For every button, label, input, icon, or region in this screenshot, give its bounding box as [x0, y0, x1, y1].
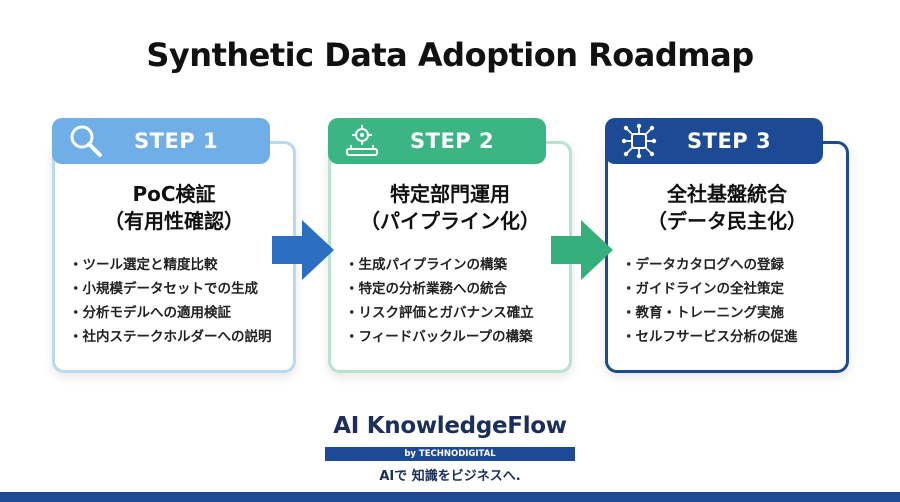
- step-2-card: 特定部門運用 （パイプライン化） 生成パイプラインの構築 特定の分析業務への統合…: [328, 141, 572, 373]
- bullet-item: 社内ステークホルダーへの説明: [69, 325, 272, 349]
- step-1-bullets: ツール選定と精度比較 小規模データセットでの生成 分析モデルへの適用検証 社内ス…: [69, 253, 272, 349]
- bullet-item: ツール選定と精度比較: [69, 253, 272, 277]
- brand-tagline: AIで 知識をビジネスへ.: [379, 469, 521, 484]
- network-hub-icon: [619, 122, 659, 160]
- step-1-title: PoC検証: [132, 182, 216, 206]
- step-3-title: 全社基盤統合: [667, 182, 787, 206]
- bullet-item: データカタログへの登録: [622, 253, 798, 277]
- bullet-item: 分析モデルへの適用検証: [69, 301, 272, 325]
- step-3-header: STEP 3: [605, 118, 823, 164]
- arrow-right-icon: [551, 218, 613, 286]
- bullet-item: 特定の分析業務への統合: [345, 277, 534, 301]
- step-3-label: STEP 3: [687, 129, 772, 153]
- step-3-subtitle: （データ民主化）: [647, 209, 807, 233]
- bullet-item: リスク評価とガバナンス確立: [345, 301, 534, 325]
- step-1-subtitle: （有用性確認）: [104, 209, 244, 233]
- bullet-item: 小規模データセットでの生成: [69, 277, 272, 301]
- arrow-right-icon: [272, 218, 334, 286]
- step-3-card: 全社基盤統合 （データ民主化） データカタログへの登録 ガイドラインの全社策定 …: [605, 141, 849, 373]
- bullet-item: フィードバックループの構築: [345, 325, 534, 349]
- step-1-label: STEP 1: [134, 129, 219, 153]
- step-2-title: 特定部門運用: [390, 182, 510, 206]
- step-2-label: STEP 2: [410, 129, 495, 153]
- bullet-item: 教育・トレーニング実施: [622, 301, 798, 325]
- magnifier-icon: [66, 122, 106, 160]
- bullet-item: ガイドラインの全社策定: [622, 277, 798, 301]
- step-1-header: STEP 1: [52, 118, 270, 164]
- brand-logo-text: AI KnowledgeFlow: [333, 413, 567, 439]
- bullet-item: セルフサービス分析の促進: [622, 325, 798, 349]
- step-2-subtitle: （パイプライン化）: [360, 209, 540, 233]
- footer-bar: [0, 492, 900, 502]
- brand-byline: by TECHNODIGITAL: [404, 449, 496, 459]
- gear-pipeline-icon: [342, 122, 382, 160]
- step-2-header: STEP 2: [328, 118, 546, 164]
- page-title: Synthetic Data Adoption Roadmap: [146, 36, 754, 74]
- step-2-bullets: 生成パイプラインの構築 特定の分析業務への統合 リスク評価とガバナンス確立 フィ…: [345, 253, 534, 349]
- step-3-bullets: データカタログへの登録 ガイドラインの全社策定 教育・トレーニング実施 セルフサ…: [622, 253, 798, 349]
- bullet-item: 生成パイプラインの構築: [345, 253, 534, 277]
- brand-byline-bar: by TECHNODIGITAL: [325, 447, 575, 461]
- step-1-card: PoC検証 （有用性確認） ツール選定と精度比較 小規模データセットでの生成 分…: [52, 141, 296, 373]
